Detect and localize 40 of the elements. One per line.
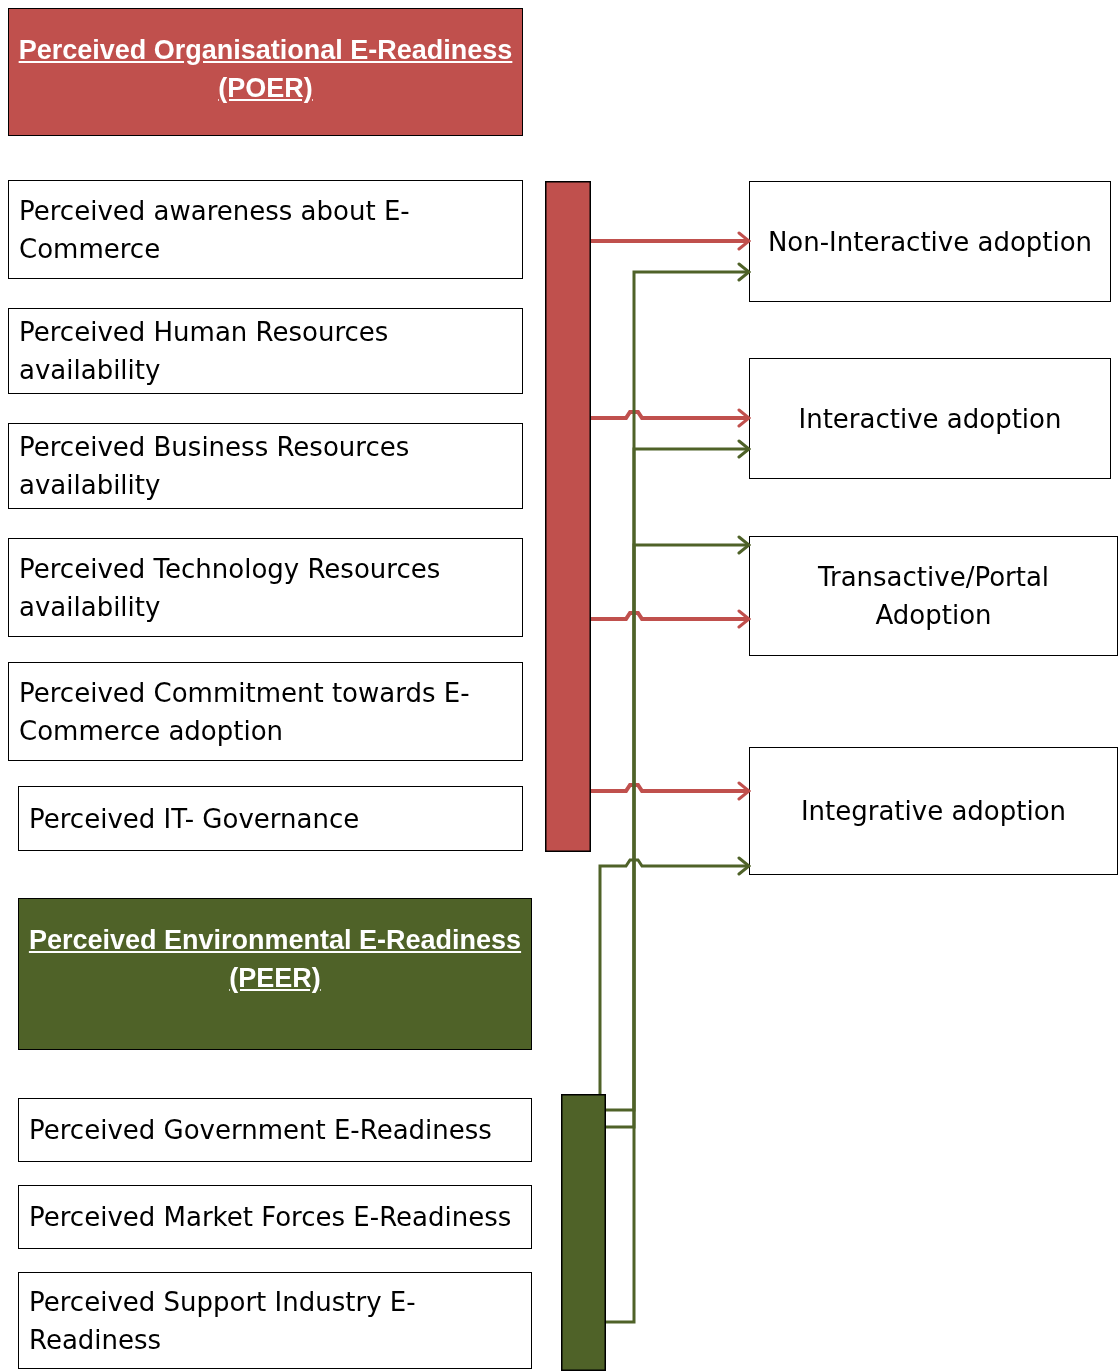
arrow [591, 231, 751, 251]
factor-box [8, 538, 523, 637]
arrow [591, 609, 751, 629]
factor-box [8, 423, 523, 509]
node-label: Perceived Business Resources availability [19, 431, 411, 502]
arrow [606, 262, 751, 1112]
factor-box [18, 1272, 532, 1369]
outcome-box [749, 536, 1118, 656]
arrow [591, 781, 751, 801]
grouping-bar [545, 181, 591, 852]
factor-box [18, 1185, 532, 1249]
node-label: Transactive/Portal Adoption [816, 561, 1051, 632]
node-label: Non-Interactive adoption [767, 225, 1093, 259]
node-label: Perceived Market Forces E-Readiness [29, 1201, 512, 1234]
category-header-box [8, 8, 523, 136]
node-label: Integrative adoption [800, 795, 1067, 828]
grouping-bar [561, 1094, 606, 1371]
factor-box [8, 662, 523, 761]
factor-box [18, 1098, 532, 1162]
arrow [591, 408, 751, 428]
node-label: Perceived Environmental E-Readiness (PEER) [27, 924, 523, 995]
arrow [606, 439, 751, 1129]
outcome-box [749, 358, 1111, 479]
factor-box [8, 308, 523, 394]
category-header-box [18, 898, 532, 1050]
node-label: Perceived awareness about E-Commerce [19, 194, 411, 266]
arrow [606, 535, 751, 1324]
node-label: Perceived Technology Resources availability [19, 552, 442, 624]
node-label: Perceived Commitment towards E-Commerce adoption [19, 676, 471, 748]
node-label: Interactive adoption [798, 402, 1062, 436]
node-label: Perceived IT- Governance [29, 802, 360, 836]
outcome-box [749, 747, 1118, 875]
node-label: Perceived Support Industry E-Readiness [29, 1285, 417, 1357]
node-label: Perceived Organisational E-Readiness (POER) [17, 34, 514, 105]
node-label: Perceived Government E-Readiness [29, 1114, 492, 1147]
factor-box [18, 786, 523, 851]
factor-box [8, 180, 523, 279]
node-label: Perceived Human Resources availability [19, 316, 390, 387]
arrow [598, 856, 751, 1094]
outcome-box [749, 181, 1111, 302]
